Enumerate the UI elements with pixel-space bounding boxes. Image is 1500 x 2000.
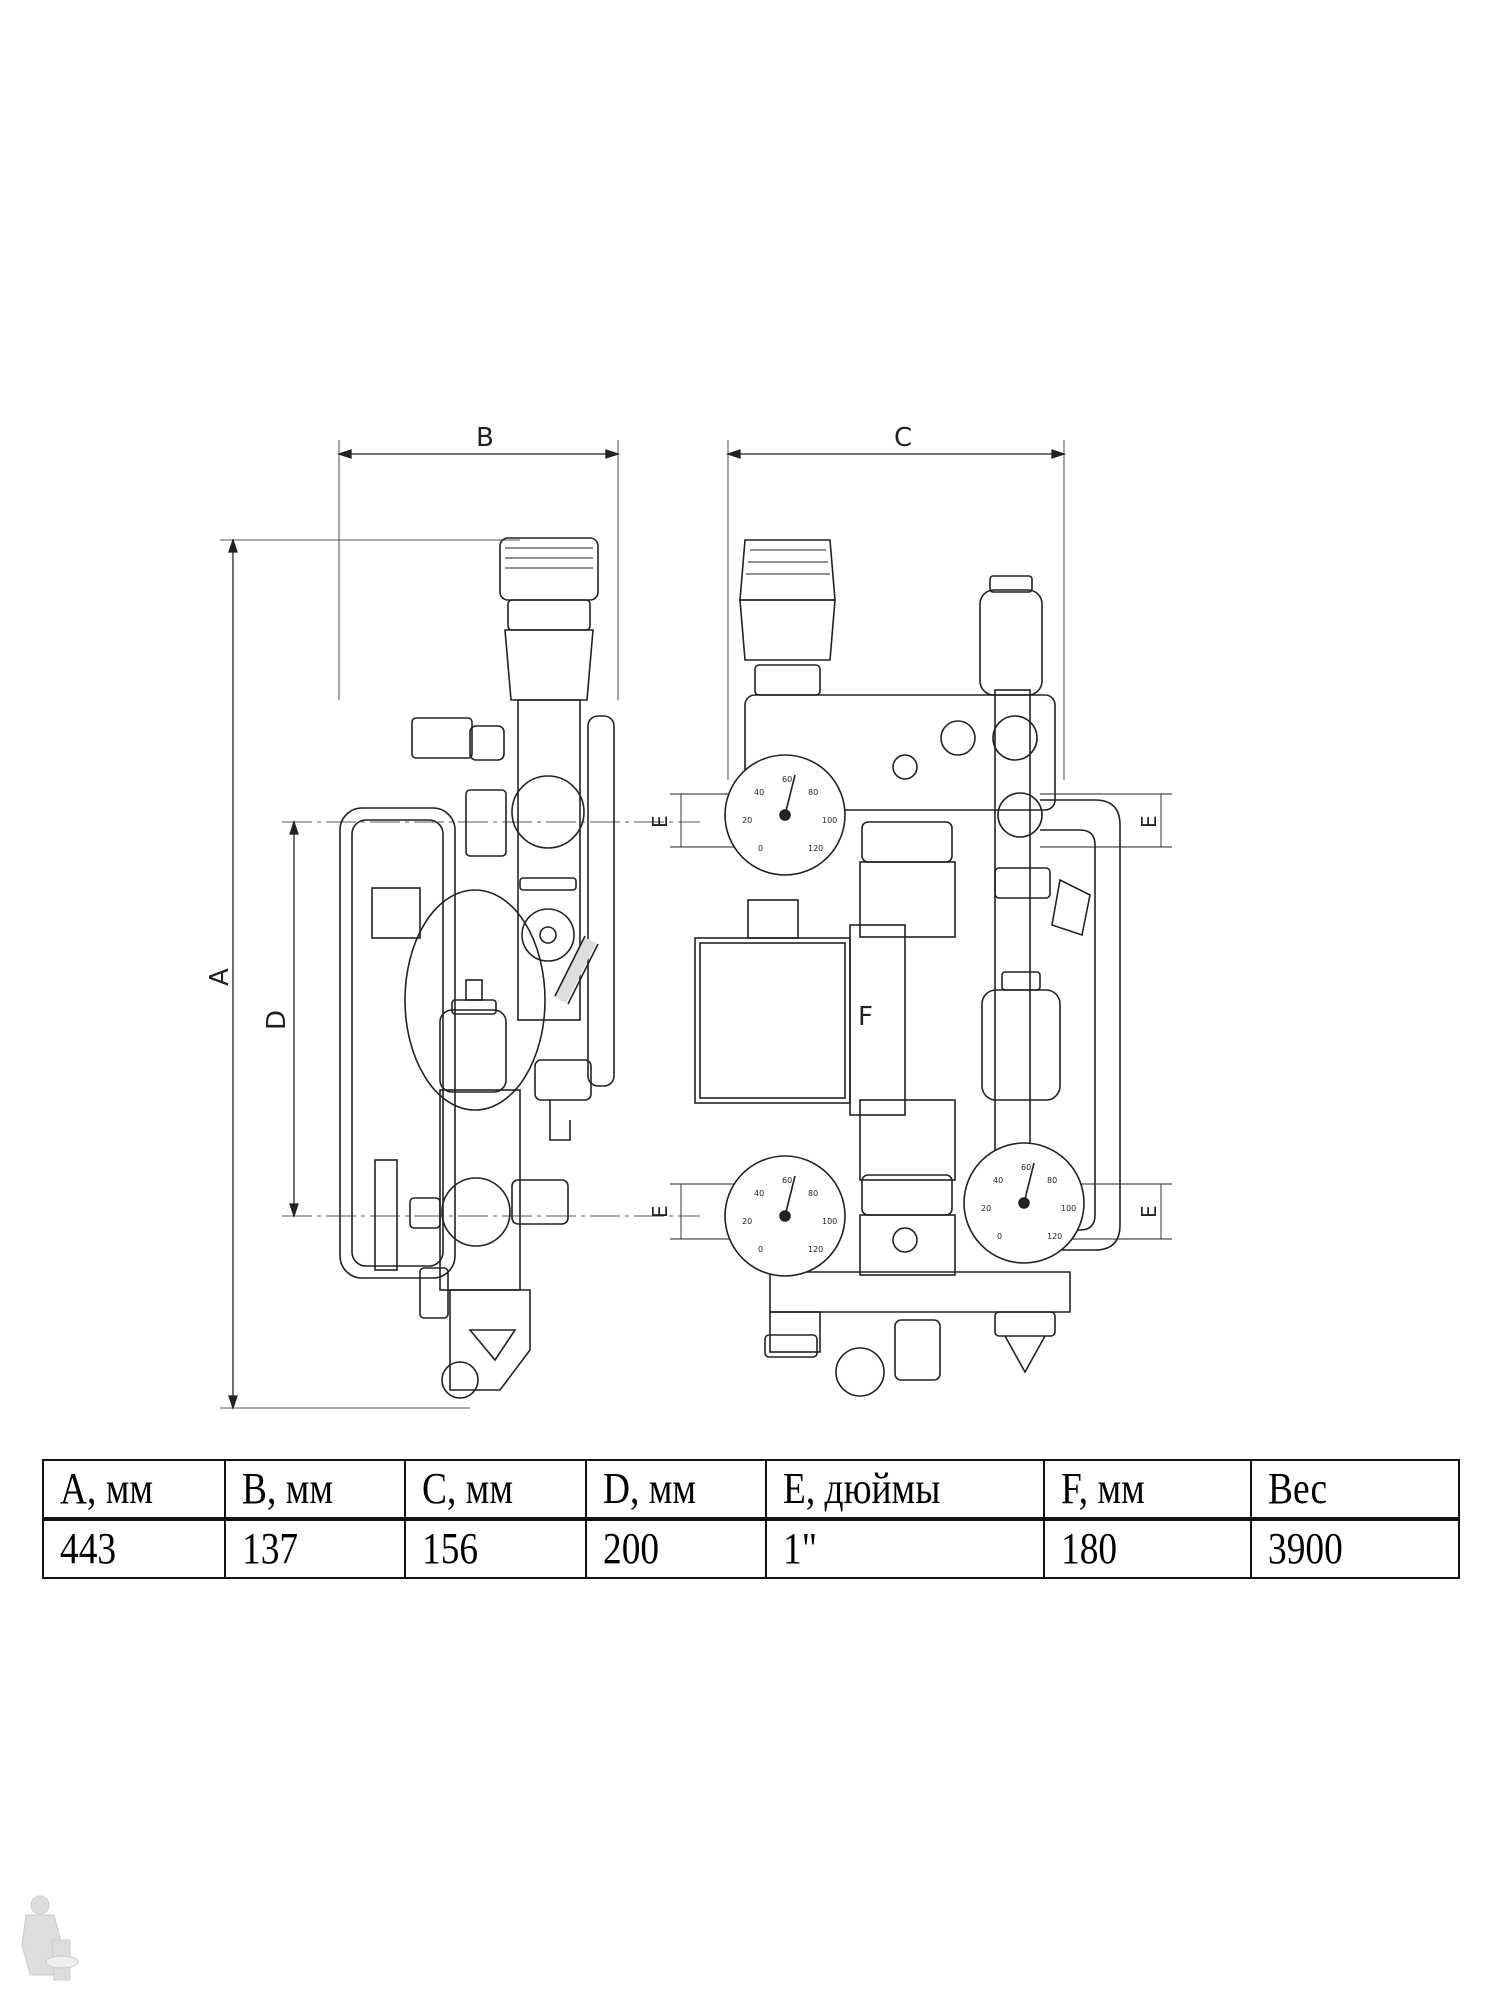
svg-text:120: 120 (1047, 1232, 1062, 1241)
label-e-1: E (648, 815, 672, 828)
value-cell: 3900 (1250, 1518, 1460, 1579)
svg-text:40: 40 (754, 1189, 764, 1198)
table-header-row: A, мм B, мм C, мм D, мм E, дюймы F, мм В… (42, 1459, 1460, 1521)
svg-text:120: 120 (808, 1245, 823, 1254)
gauge-bottom-right (963, 1142, 1085, 1264)
gauge-top (724, 754, 846, 876)
gauge-bottom-left (724, 1155, 846, 1277)
header-cell: E, дюймы (765, 1459, 1045, 1521)
label-f: F (858, 1002, 873, 1032)
svg-text:100: 100 (822, 1217, 837, 1226)
label-e-2: E (648, 1205, 672, 1218)
front-view (694, 539, 1121, 1397)
header-cell: D, мм (585, 1459, 767, 1521)
header-cell: C, мм (404, 1459, 587, 1521)
svg-text:80: 80 (1047, 1176, 1057, 1185)
gauge-labels-bottom-left: 0 20 40 60 80 100 120 (742, 1176, 837, 1254)
svg-text:60: 60 (1021, 1163, 1031, 1172)
dimensions-table: A, мм B, мм C, мм D, мм E, дюймы F, мм В… (42, 1459, 1460, 1579)
label-e-4: E (1137, 1205, 1161, 1218)
gauge-labels-bottom-right: 0 20 40 60 80 100 120 (981, 1163, 1076, 1241)
label-e-3: E (1137, 815, 1161, 828)
label-a: A (205, 968, 235, 986)
header-cell: A, мм (42, 1459, 226, 1521)
header-cell: B, мм (224, 1459, 406, 1521)
svg-text:0: 0 (758, 844, 763, 853)
svg-text:0: 0 (997, 1232, 1002, 1241)
value-cell: 200 (585, 1518, 767, 1579)
value-cell: 443 (42, 1518, 226, 1579)
svg-text:120: 120 (808, 844, 823, 853)
header-cell: F, мм (1043, 1459, 1252, 1521)
svg-text:80: 80 (808, 788, 818, 797)
svg-text:20: 20 (981, 1204, 991, 1213)
svg-text:100: 100 (1061, 1204, 1076, 1213)
svg-text:60: 60 (782, 1176, 792, 1185)
dimension-d (282, 819, 700, 1219)
plumber-logo (21, 1895, 79, 1981)
dimension-c (725, 440, 1067, 780)
value-cell: 1" (765, 1518, 1045, 1579)
svg-text:60: 60 (782, 775, 792, 784)
value-cell: 156 (404, 1518, 587, 1579)
label-b: B (476, 423, 494, 453)
svg-text:20: 20 (742, 816, 752, 825)
svg-text:80: 80 (808, 1189, 818, 1198)
value-cell: 180 (1043, 1518, 1252, 1579)
dimension-b (336, 440, 621, 700)
gauge-labels-top: 0 20 40 60 80 100 120 (742, 775, 837, 853)
side-view (339, 537, 615, 1399)
label-c: C (894, 423, 912, 453)
dimension-a (220, 537, 520, 1411)
svg-text:20: 20 (742, 1217, 752, 1226)
svg-text:100: 100 (822, 816, 837, 825)
table-row: 443 137 156 200 1" 180 3900 (42, 1518, 1460, 1579)
svg-text:40: 40 (993, 1176, 1003, 1185)
label-d: D (262, 1010, 292, 1030)
header-cell: Вес (1250, 1459, 1460, 1521)
value-cell: 137 (224, 1518, 406, 1579)
svg-text:40: 40 (754, 788, 764, 797)
svg-text:0: 0 (758, 1245, 763, 1254)
